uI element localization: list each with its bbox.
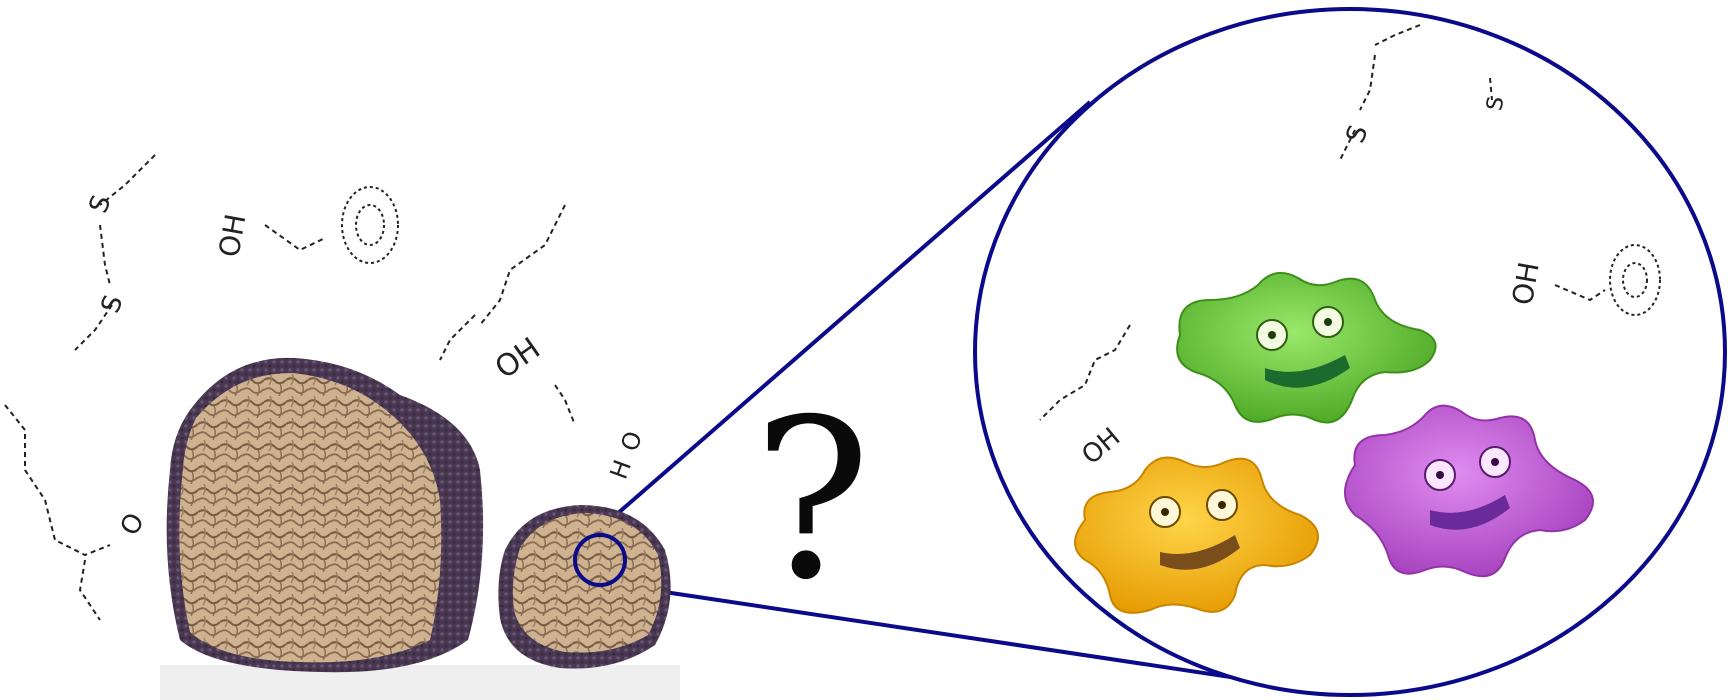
question-mark: ? — [752, 380, 872, 620]
